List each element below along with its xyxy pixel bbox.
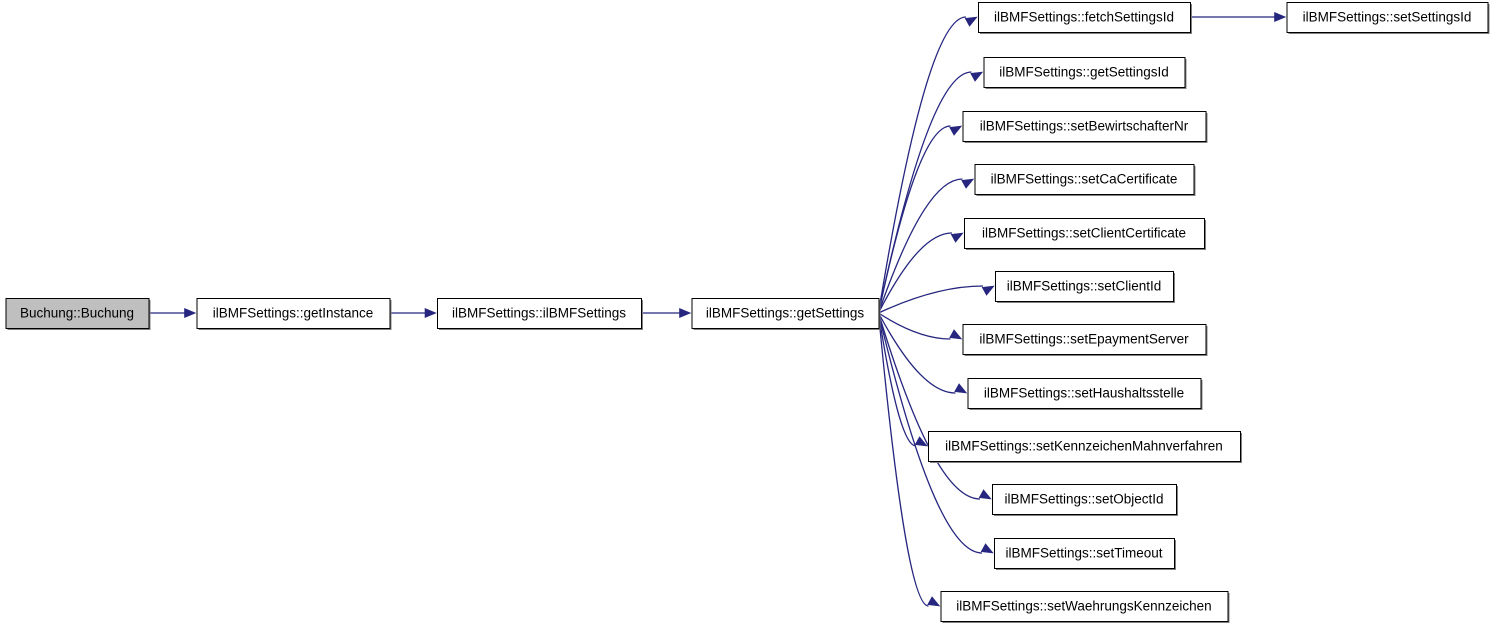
- edge-ilbmfsettings-getsettings-to-ilbmfsettings-setclientid: [878, 285, 995, 314]
- node-ilbmfsettings-setkennzeichenmahnverfahren[interactable]: ilBMFSettings::setKennzeichenMahnverfahr…: [928, 431, 1243, 464]
- node-label: ilBMFSettings::getSettingsId: [999, 65, 1169, 80]
- edge-line: [877, 16, 967, 314]
- arrow-head-icon: [424, 308, 437, 318]
- arrow-head-icon: [970, 71, 984, 82]
- node-box[interactable]: [994, 538, 1175, 569]
- edge-ilbmfsettings-getsettings-to-ilbmfsettings-setepaymentserver: [878, 312, 963, 340]
- arrow-head-icon: [184, 308, 197, 318]
- node-box[interactable]: [1286, 2, 1489, 33]
- arrow-head-icon: [978, 489, 992, 500]
- edge-line: [878, 312, 951, 340]
- node-label: Buchung::Buchung: [20, 306, 134, 321]
- arrow-head-icon: [927, 596, 941, 607]
- edge-line: [877, 312, 956, 394]
- node-ilbmfsettings-ilbmfsettings[interactable]: ilBMFSettings::ilBMFSettings: [437, 298, 644, 331]
- edge-ilbmfsettings-getsettings-to-ilbmfsettings-getsettingsid: [877, 71, 984, 314]
- node-box[interactable]: [5, 298, 150, 329]
- edge-ilbmfsettings-ilbmfsettings-to-ilbmfsettings-getsettings: [641, 308, 692, 318]
- arrow-head-icon: [679, 308, 692, 318]
- edge-ilbmfsettings-getsettings-to-ilbmfsettings-fetchsettingsid: [877, 16, 978, 314]
- edge-ilbmfsettings-fetchsettingsid-to-ilbmfsettings-setsettingsid: [1190, 12, 1287, 22]
- node-buchung-buchung[interactable]: Buchung::Buchung: [5, 298, 151, 331]
- edge-line: [877, 312, 917, 447]
- node-box[interactable]: [992, 484, 1177, 515]
- node-box[interactable]: [691, 298, 880, 329]
- node-ilbmfsettings-setobjectid[interactable]: ilBMFSettings::setObjectId: [992, 484, 1179, 517]
- node-ilbmfsettings-getsettingsid[interactable]: ilBMFSettings::getSettingsId: [983, 57, 1187, 90]
- node-label: ilBMFSettings::setTimeout: [1005, 546, 1162, 561]
- arrow-head-icon: [961, 178, 975, 189]
- node-ilbmfsettings-setepaymentserver[interactable]: ilBMFSettings::setEpaymentServer: [962, 324, 1208, 357]
- arrow-head-icon: [949, 125, 963, 136]
- node-layer: Buchung::Buchung ilBMFSettings::getInstan…: [5, 2, 1490, 624]
- node-box[interactable]: [962, 324, 1207, 355]
- edge-line: [877, 312, 983, 554]
- node-box[interactable]: [978, 2, 1191, 33]
- node-ilbmfsettings-setsettingsid[interactable]: ilBMFSettings::setSettingsId: [1286, 2, 1490, 35]
- node-label: ilBMFSettings::setKennzeichenMahnverfahr…: [945, 439, 1223, 454]
- arrow-head-icon: [954, 383, 968, 394]
- arrow-head-icon: [949, 329, 963, 340]
- arrow-head-icon: [950, 232, 964, 243]
- node-ilbmfsettings-sethaushaltsstelle[interactable]: ilBMFSettings::setHaushaltsstelle: [967, 378, 1203, 411]
- node-box[interactable]: [964, 218, 1205, 249]
- node-label: ilBMFSettings::ilBMFSettings: [452, 306, 626, 321]
- node-box[interactable]: [974, 164, 1195, 195]
- arrow-head-icon: [914, 436, 928, 447]
- node-box[interactable]: [940, 591, 1229, 622]
- edge-ilbmfsettings-getsettings-to-ilbmfsettings-setcacertificate: [877, 178, 975, 314]
- arrow-head-icon: [1274, 12, 1287, 22]
- node-label: ilBMFSettings::setWaehrungsKennzeichen: [956, 599, 1211, 614]
- arrow-head-icon: [964, 16, 978, 27]
- node-label: ilBMFSettings::getSettings: [706, 306, 865, 321]
- edge-ilbmfsettings-getinstance-to-ilbmfsettings-ilbmfsettings: [389, 308, 437, 318]
- node-ilbmfsettings-getinstance[interactable]: ilBMFSettings::getInstance: [196, 298, 392, 331]
- node-label: ilBMFSettings::setHaushaltsstelle: [984, 386, 1184, 401]
- edge-ilbmfsettings-getsettings-to-ilbmfsettings-setclientcertificate: [877, 232, 964, 314]
- edge-line: [877, 125, 951, 314]
- node-label: ilBMFSettings::setCaCertificate: [991, 172, 1178, 187]
- node-ilbmfsettings-setbewirtschafternr[interactable]: ilBMFSettings::setBewirtschafterNr: [962, 111, 1208, 144]
- edge-buchung-buchung-to-ilbmfsettings-getinstance: [148, 308, 197, 318]
- node-label: ilBMFSettings::fetchSettingsId: [994, 10, 1174, 25]
- edge-ilbmfsettings-getsettings-to-ilbmfsettings-setwaehrungskennzeichen: [877, 312, 941, 607]
- edge-line: [877, 312, 929, 607]
- node-box[interactable]: [983, 57, 1186, 88]
- node-label: ilBMFSettings::getInstance: [213, 306, 374, 321]
- edge-ilbmfsettings-getsettings-to-ilbmfsettings-setbewirtschafternr: [877, 125, 963, 314]
- node-ilbmfsettings-settimeout[interactable]: ilBMFSettings::setTimeout: [994, 538, 1177, 571]
- node-ilbmfsettings-setcacertificate[interactable]: ilBMFSettings::setCaCertificate: [974, 164, 1196, 197]
- node-box[interactable]: [962, 111, 1207, 142]
- node-label: ilBMFSettings::setClientId: [1007, 279, 1162, 294]
- node-box[interactable]: [437, 298, 642, 329]
- edge-ilbmfsettings-getsettings-to-ilbmfsettings-settimeout: [877, 312, 994, 554]
- arrow-head-icon: [981, 285, 995, 296]
- node-label: ilBMFSettings::setClientCertificate: [982, 226, 1186, 241]
- node-ilbmfsettings-setwaehrungskennzeichen[interactable]: ilBMFSettings::setWaehrungsKennzeichen: [940, 591, 1230, 624]
- node-ilbmfsettings-setclientid[interactable]: ilBMFSettings::setClientId: [995, 271, 1176, 304]
- arrow-head-icon: [980, 543, 994, 554]
- node-label: ilBMFSettings::setSettingsId: [1303, 10, 1472, 25]
- edge-layer: [148, 12, 1287, 607]
- node-box[interactable]: [928, 431, 1241, 462]
- edge-ilbmfsettings-getsettings-to-ilbmfsettings-setkennzeichenmahnverfahren: [877, 312, 928, 447]
- node-label: ilBMFSettings::setEpaymentServer: [979, 332, 1189, 347]
- node-label: ilBMFSettings::setBewirtschafterNr: [980, 119, 1189, 134]
- node-box[interactable]: [995, 271, 1174, 302]
- node-label: ilBMFSettings::setObjectId: [1004, 492, 1163, 507]
- edge-ilbmfsettings-getsettings-to-ilbmfsettings-sethaushaltsstelle: [877, 312, 968, 394]
- node-box[interactable]: [196, 298, 391, 329]
- node-ilbmfsettings-setclientcertificate[interactable]: ilBMFSettings::setClientCertificate: [964, 218, 1207, 251]
- node-ilbmfsettings-getsettings[interactable]: ilBMFSettings::getSettings: [691, 298, 881, 331]
- edge-line: [877, 178, 963, 314]
- node-ilbmfsettings-fetchsettingsid[interactable]: ilBMFSettings::fetchSettingsId: [978, 2, 1193, 35]
- node-box[interactable]: [967, 378, 1202, 409]
- edge-line: [877, 232, 953, 314]
- edge-line: [878, 285, 984, 314]
